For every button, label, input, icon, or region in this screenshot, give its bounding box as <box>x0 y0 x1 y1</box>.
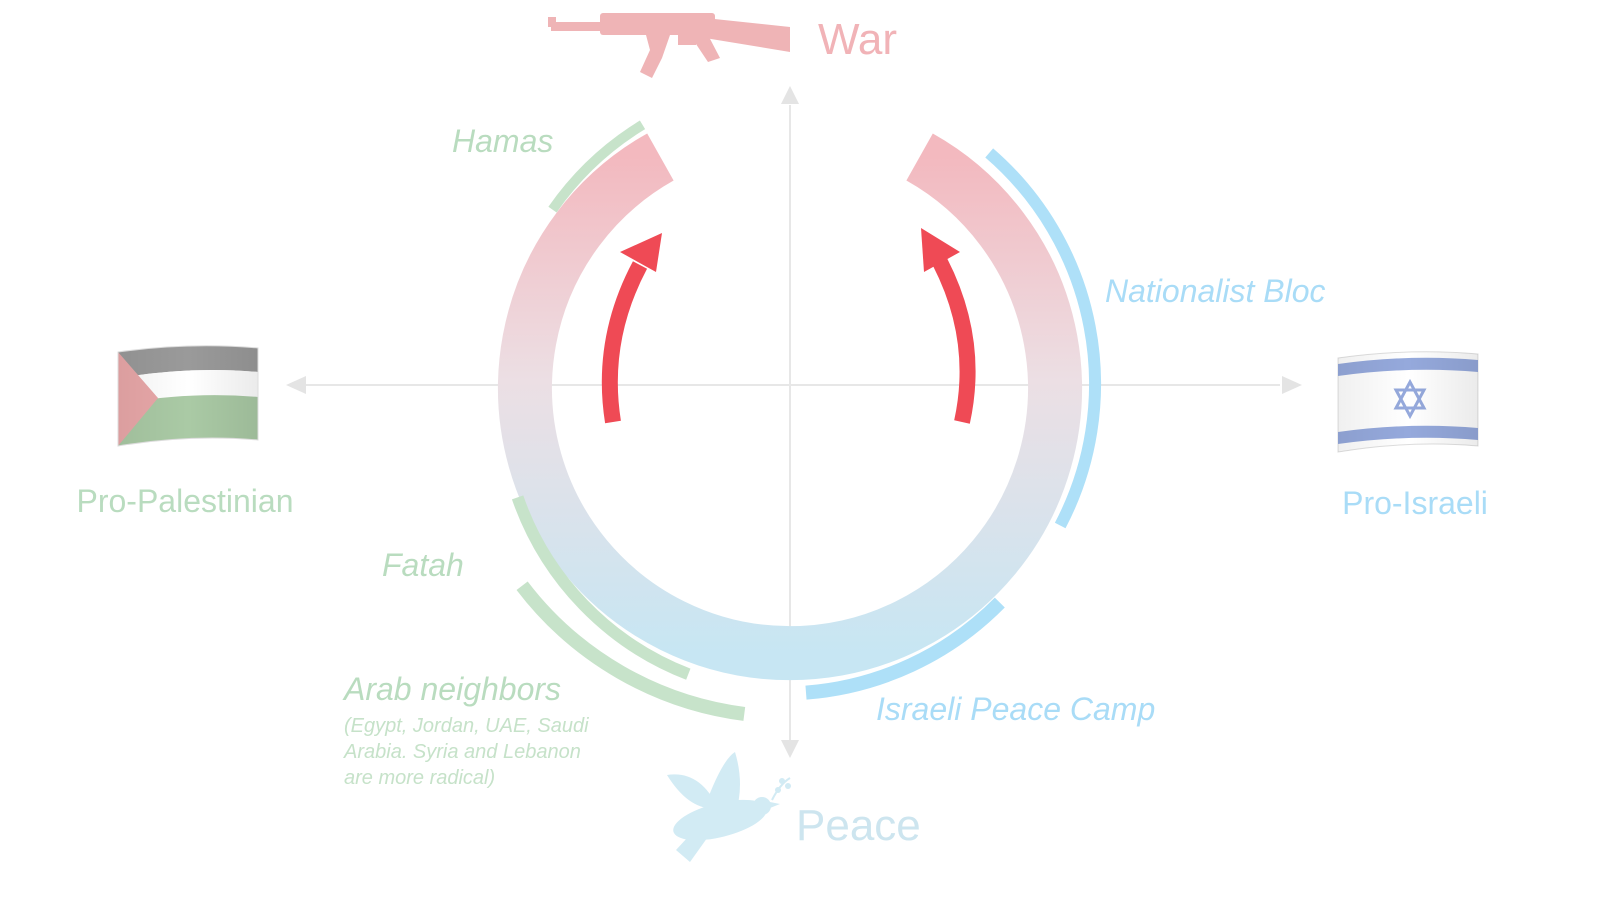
pro-palestinian-label: Pro-Palestinian <box>77 483 294 519</box>
arab-neighbors-note-line3: are more radical) <box>344 767 495 789</box>
axis-arrowhead-up <box>781 86 799 104</box>
arab-neighbors-note-line1: (Egypt, Jordan, UAE, Saudi <box>344 715 589 737</box>
israeli-peace-camp-arc <box>805 597 1005 700</box>
spectrum-ring <box>498 133 1082 681</box>
fatah-label: Fatah <box>382 547 464 583</box>
israeli-peace-camp-label: Israeli Peace Camp <box>876 691 1155 727</box>
fatah-arc <box>511 495 691 680</box>
left-momentum-arrow <box>601 261 648 424</box>
axis-arrowhead-right <box>1282 376 1302 394</box>
hamas-label: Hamas <box>452 123 553 159</box>
pro-israeli-label: Pro-Israeli <box>1342 485 1488 521</box>
arab-neighbors-label: Arab neighbors <box>342 671 561 707</box>
war-label: War <box>818 15 897 64</box>
peace-label: Peace <box>796 801 921 850</box>
axis-arrowhead-down <box>781 740 799 758</box>
right-momentum-arrow <box>932 258 976 424</box>
axis-arrowhead-left <box>286 376 306 394</box>
israel-flag-icon <box>1337 351 1479 453</box>
group-arcs <box>511 120 1101 721</box>
palestine-flag-icon <box>117 345 259 447</box>
rifle-icon <box>548 13 790 78</box>
hamas-arc <box>548 120 646 213</box>
momentum-arrows <box>601 228 976 424</box>
nationalist-bloc-label: Nationalist Bloc <box>1105 273 1326 309</box>
arab-neighbors-note-line2: Arabia. Syria and Lebanon <box>343 741 581 763</box>
arab-neighbors-arc <box>516 581 746 721</box>
nationalist-bloc-arc <box>985 148 1101 529</box>
dove-icon <box>667 752 791 862</box>
left-arrowhead <box>620 233 662 272</box>
right-arrowhead <box>921 228 960 272</box>
